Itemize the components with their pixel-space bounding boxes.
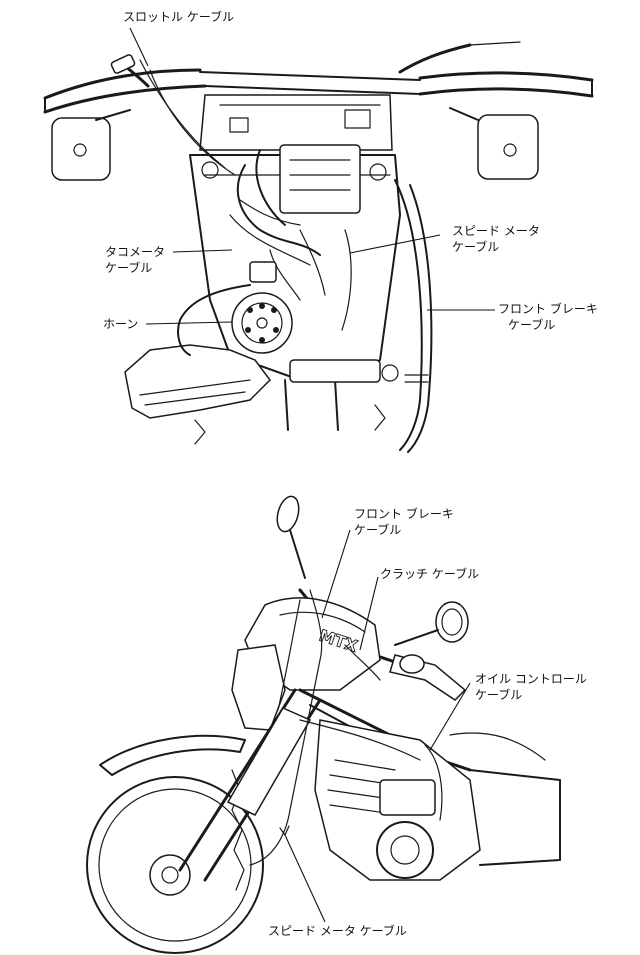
label-oil-control-cable-line2: ケーブル — [475, 688, 523, 702]
label-tacho-cable-line1: タコメータ — [105, 245, 166, 259]
top-figure-drawing — [43, 27, 594, 453]
label-front-brake-cable-top-line1: フロント ブレーキ — [498, 302, 598, 316]
label-front-brake-cable-top-line2: ケーブル — [508, 318, 556, 332]
label-speedo-cable-bottom: スピード メータ ケーブル — [268, 924, 407, 938]
label-speedo-cable-line1: スピード メータ — [452, 224, 540, 238]
label-throttle-cable: スロットル ケーブル — [123, 10, 235, 24]
label-clutch-cable: クラッチ ケーブル — [380, 567, 480, 581]
label-oil-control-cable-line1: オイル コントロール — [475, 672, 587, 686]
label-speedo-cable-line2: ケーブル — [452, 240, 500, 254]
label-horn: ホーン — [103, 317, 139, 331]
label-front-brake-cable-bottom-line1: フロント ブレーキ — [354, 507, 454, 521]
label-tacho-cable-line2: ケーブル — [105, 261, 153, 275]
label-front-brake-cable-bottom-line2: ケーブル — [354, 523, 402, 537]
